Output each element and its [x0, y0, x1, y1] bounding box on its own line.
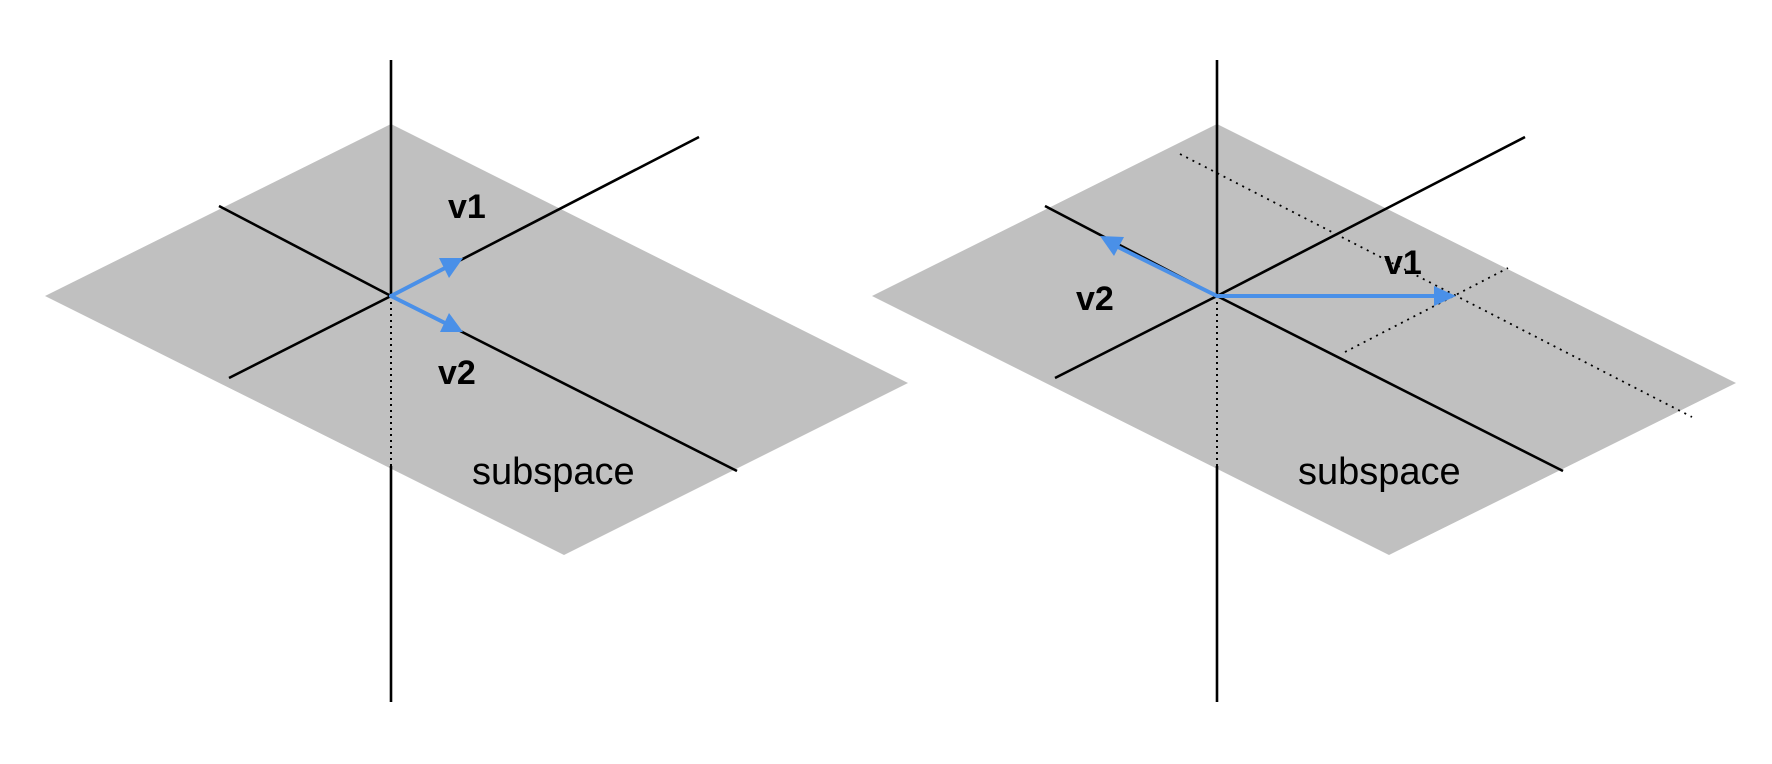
- left-v2-shaft: [389, 294, 447, 325]
- right-guide-line-long: [1179, 153, 1693, 418]
- right-axis-upper-right: [1216, 135, 1526, 298]
- left-v1-arrowhead: [439, 258, 463, 278]
- left-subspace-label: subspace: [472, 451, 635, 493]
- right-axis-lower-left: [1054, 294, 1218, 380]
- right-vector-v2: [1100, 236, 1219, 298]
- right-v2-shaft: [1116, 245, 1219, 298]
- right-v1-arrowhead: [1434, 286, 1456, 306]
- left-v2-label: v2: [438, 354, 476, 392]
- left-vector-v1: [389, 258, 463, 298]
- left-axis-lower-left: [228, 294, 392, 380]
- right-panel: v1 v2 subspace: [872, 60, 1736, 702]
- right-v1-label: v1: [1384, 244, 1422, 282]
- right-v2-arrowhead: [1100, 236, 1124, 256]
- left-v1-label: v1: [448, 188, 486, 226]
- left-vector-v2: [389, 294, 463, 332]
- right-guide-line-short: [1344, 267, 1509, 353]
- left-axis-upper-left: [218, 204, 392, 298]
- left-panel: v1 v2 subspace: [45, 60, 908, 702]
- left-v1-shaft: [389, 266, 447, 298]
- right-axis-lower-right: [1216, 294, 1564, 473]
- left-v2-arrowhead: [440, 313, 463, 332]
- right-subspace-label: subspace: [1298, 451, 1461, 493]
- right-v2-label: v2: [1076, 280, 1114, 318]
- right-vector-v1: [1215, 286, 1456, 306]
